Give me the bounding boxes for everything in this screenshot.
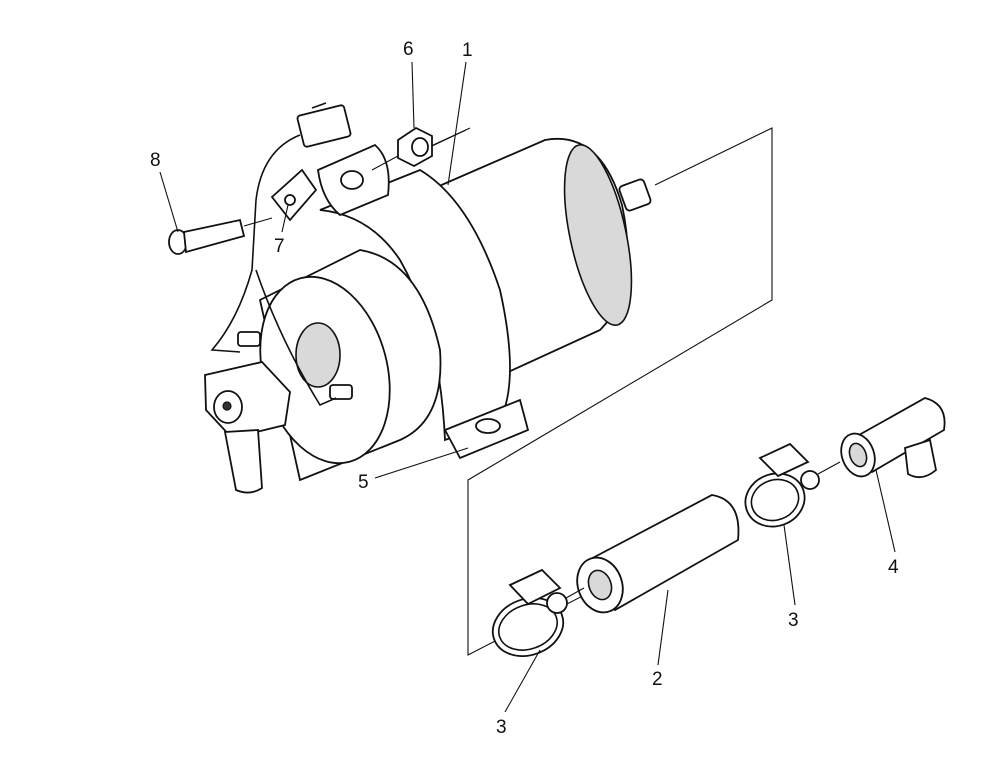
callout-1: 1 [462, 40, 473, 61]
callout-3-lower: 3 [496, 717, 507, 738]
terminal-stud-lower [329, 384, 353, 400]
callout-8: 8 [150, 150, 161, 171]
nut-hole [411, 137, 429, 157]
hose-clamp-upper [744, 442, 841, 528]
pump-front-port [295, 322, 341, 388]
nut-axis-line [371, 155, 399, 171]
clamp-upper-housing [758, 442, 810, 478]
harness-wire [210, 134, 301, 353]
fuel-pump-assembly [204, 102, 652, 494]
bracket-hole-top [340, 170, 364, 190]
clamp-upper-band [744, 472, 806, 528]
callout-4: 4 [888, 557, 899, 578]
screw-shank [183, 218, 246, 254]
ground-lug-hole [284, 194, 296, 206]
leader-3b [783, 524, 796, 606]
leader-5 [374, 447, 469, 479]
leader-6 [411, 61, 415, 129]
callout-3-upper: 3 [788, 610, 799, 631]
elbow-bore [848, 442, 868, 468]
leader-4 [875, 469, 896, 553]
clamp-lower-screw [546, 592, 568, 614]
callout-2: 2 [652, 669, 663, 690]
leader-7 [281, 204, 289, 233]
clamp-upper-screw [800, 470, 820, 490]
fuel-hose [576, 494, 740, 614]
leader-2 [657, 589, 669, 666]
rear-outlet-nipple [618, 178, 652, 212]
leader-1 [447, 61, 467, 186]
callout-6: 6 [403, 39, 414, 60]
clamp-upper-axis [817, 461, 841, 475]
connector-latch [311, 102, 327, 109]
nut-axis-line-right [431, 129, 467, 147]
mounting-screw [168, 217, 273, 255]
clamp-lower-housing [508, 568, 562, 606]
hose-body [583, 494, 740, 612]
leader-3a [504, 649, 541, 713]
ground-lug [270, 168, 318, 222]
hose-clamp-lower [491, 568, 585, 657]
clamp-lower-band-inner [498, 603, 558, 651]
terminal-stud-upper [237, 331, 261, 347]
hose-bore [587, 569, 613, 601]
clamp-upper-band-inner [750, 478, 800, 522]
screw-axis-line [243, 217, 273, 227]
leader-8 [159, 171, 179, 233]
elbow-fitting [840, 397, 946, 479]
inlet-fitting-center [222, 401, 232, 411]
hex-nut [371, 126, 467, 171]
wire-connector [296, 104, 352, 148]
callout-5: 5 [358, 472, 369, 493]
elbow-nipple [904, 438, 937, 479]
callout-7: 7 [274, 236, 285, 257]
clamp-lower-axis [565, 587, 585, 599]
harness-wire-lower [255, 269, 337, 407]
pump-rear-end-cap [563, 144, 633, 326]
bracket-hole-bottom [475, 418, 501, 434]
inlet-elbow-nipple [223, 429, 263, 494]
